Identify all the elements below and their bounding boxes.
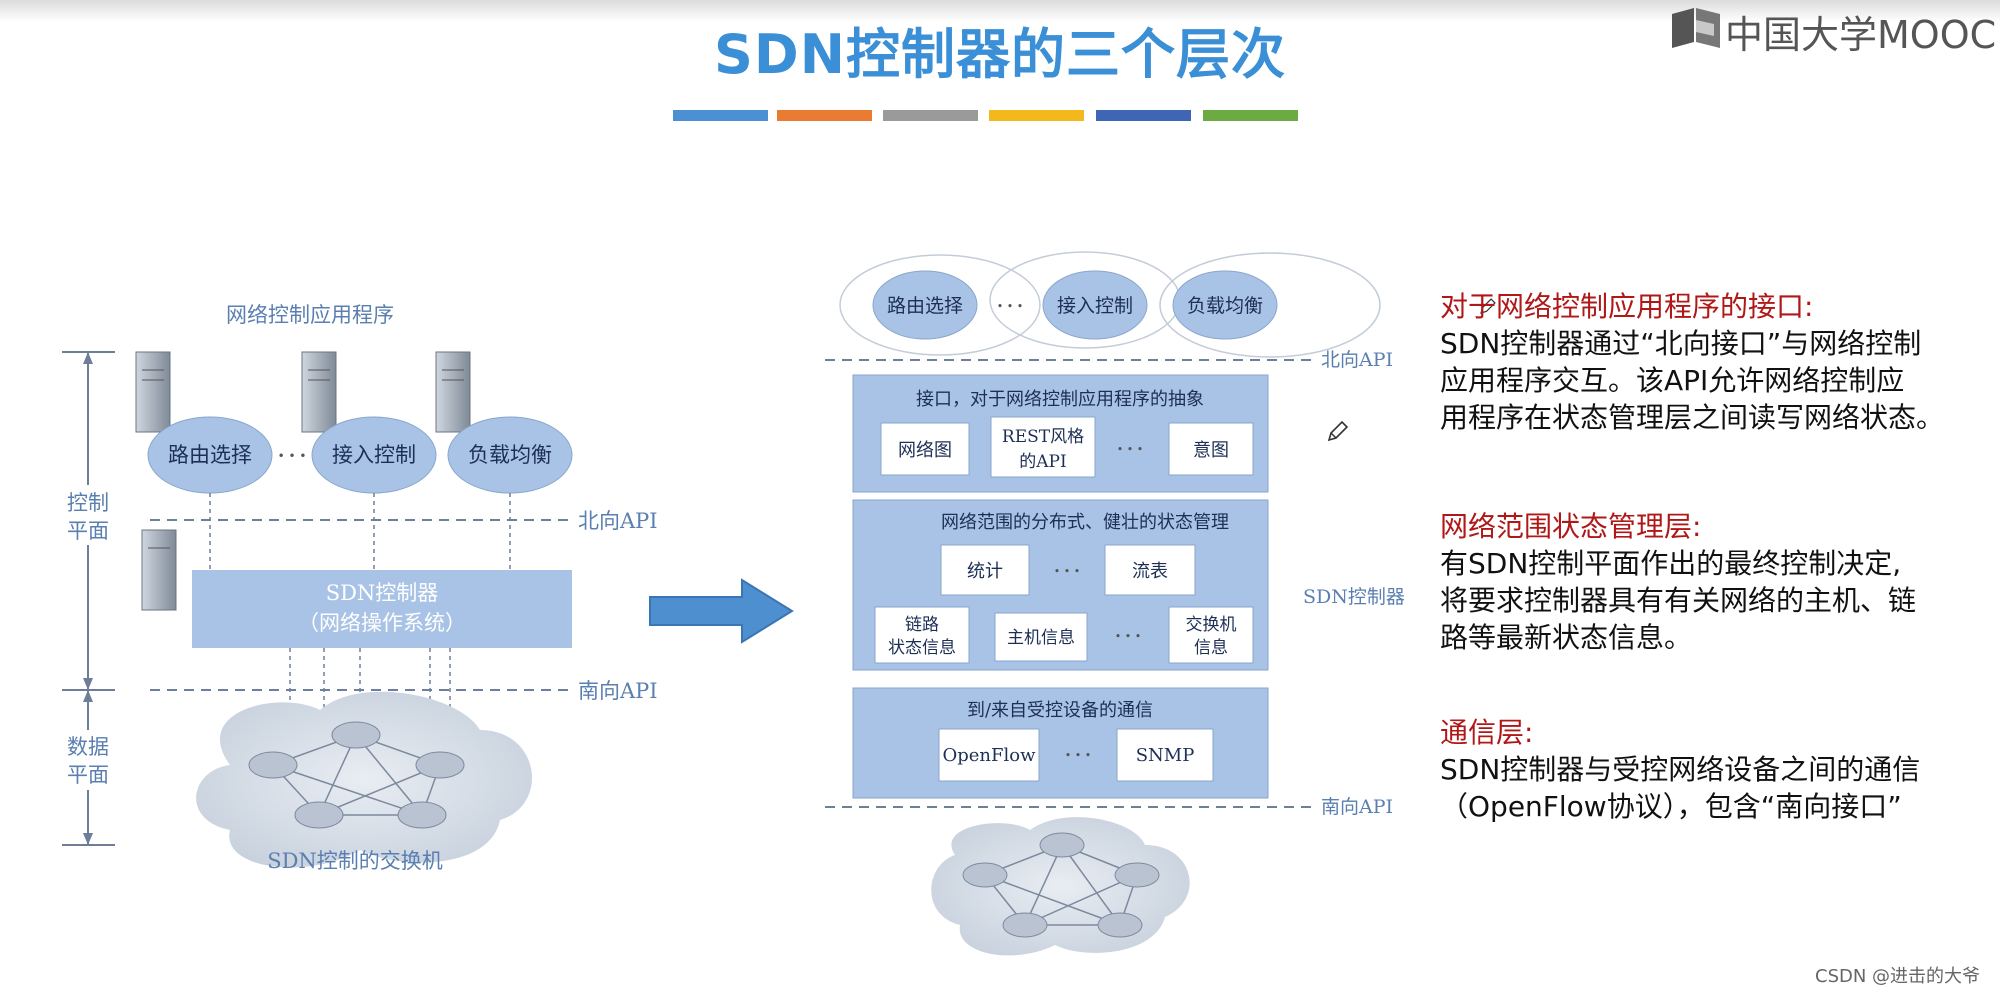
switch-icon [1114,862,1160,888]
switches-cloud [196,691,533,868]
color-bar-yellow [989,110,1084,121]
note-line: 路等最新状态信息。 [1440,621,1693,654]
top-gradient-bar [0,0,2000,22]
server-icon [435,351,471,433]
left-controller-label-2: （网络操作系统） [298,611,466,635]
left-southbound-api-label: 南向API [578,679,658,703]
box-intent: 意图 [1193,440,1229,461]
box-host-info: 主机信息 [1007,628,1075,648]
note-heading: 网络范围状态管理层: [1440,510,1702,543]
right-app-route-selection: 路由选择 [887,295,963,317]
box-statistics: 统计 [967,561,1003,582]
note-line: SDN控制器通过“北向接口”与网络控制 [1440,327,1922,360]
right-northbound-api-label: 北向API [1321,349,1393,371]
right-apps-ellipsis: • • • [997,300,1023,313]
app-route-selection: 路由选择 [168,443,252,467]
note-interface-layer: 对于网络控制应用程序的接口: SDN控制器通过“北向接口”与网络控制 应用程序交… [1440,288,1944,436]
right-app-access-control: 接入控制 [1057,295,1133,317]
state-layer-title: 网络范围的分布式、健壮的状态管理 [941,512,1229,533]
interface-layer-title: 接口，对于网络控制应用程序的抽象 [916,389,1204,410]
comm-layer-title: 到/来自受控设备的通信 [967,700,1153,721]
box-link-state-line1: 链路 [905,615,939,635]
left-sdn-diagram: 网络控制应用程序 控制 平面 数据 平面 路由选择 接入控制 负载均衡 • • … [60,303,658,873]
switch-icon [1097,912,1143,938]
switch-icon [294,801,344,829]
box-switch-info-line2: 信息 [1194,638,1228,658]
layer2-ellipsis-bottom: • • • [1115,630,1141,643]
switch-icon [1039,832,1085,858]
switch-icon [962,862,1008,888]
switch-icon [331,721,381,749]
box-openflow: OpenFlow [942,745,1036,766]
layer1-ellipsis: • • • [1117,443,1143,456]
right-sdn-diagram: 路由选择 接入控制 负载均衡 • • • 北向API 接口，对于网络控制应用程序… [825,251,1405,956]
right-controller-label: SDN控制器 [1303,586,1405,608]
note-heading: 对于网络控制应用程序的接口: [1440,290,1814,323]
pencil-icon [1327,420,1349,442]
layer2-ellipsis-top: • • • [1054,565,1080,578]
color-bar-darkblue [1096,110,1191,121]
box-rest-api-line1: REST风格 [1002,427,1084,447]
color-bar-gray [883,110,978,121]
control-plane-label-2: 平面 [67,519,109,543]
server-icon [141,529,177,611]
note-heading: 通信层: [1440,716,1534,749]
note-line: （OpenFlow协议），包含“南向接口” [1440,790,1902,823]
control-plane-label-1: 控制 [67,491,109,515]
note-state-layer: 网络范围状态管理层: 有SDN控制平面作出的最终控制决定, 将要求控制器具有有关… [1440,508,1916,656]
switch-icon [1002,912,1048,938]
color-bar-blue [673,110,768,121]
layer3-ellipsis: • • • [1065,749,1091,762]
csdn-watermark: CSDN @进击的大爷 [1815,966,1981,987]
right-app-load-balance: 负载均衡 [1187,295,1263,317]
right-arrow-icon [649,578,794,644]
server-icon [301,351,337,433]
note-line: 应用程序交互。该API允许网络控制应 [1440,364,1905,397]
note-line: 有SDN控制平面作出的最终控制决定, [1440,547,1902,580]
switches-label: SDN控制的交换机 [267,849,443,873]
note-line: SDN控制器与受控网络设备之间的通信 [1440,753,1921,786]
color-bar-green [1203,110,1298,121]
box-flow-table: 流表 [1132,561,1168,582]
apps-title: 网络控制应用程序 [226,303,394,327]
mooc-book-icon [1672,8,1720,48]
switch-icon [397,801,447,829]
note-communication-layer: 通信层: SDN控制器与受控网络设备之间的通信 （OpenFlow协议），包含“… [1440,714,1920,825]
note-line: 用程序在状态管理层之间读写网络状态。 [1440,401,1945,434]
box-rest-api-line2: 的API [1019,452,1066,472]
left-controller-label-1: SDN控制器 [326,581,439,605]
server-icon [135,351,171,433]
pencil-icon [1480,298,1496,314]
switch-icon [415,751,465,779]
box-snmp: SNMP [1136,745,1195,766]
note-line: 将要求控制器具有有关网络的主机、链 [1440,584,1917,617]
app-load-balance: 负载均衡 [468,443,552,467]
left-northbound-api-label: 北向API [578,509,658,533]
switch-icon [248,751,298,779]
app-access-control: 接入控制 [332,443,416,467]
color-bar-orange [777,110,872,121]
data-plane-label-2: 平面 [67,763,109,787]
slide-title: SDN控制器的三个层次 [714,23,1286,86]
logo-text: 中国大学MOOC [1725,13,1997,57]
right-southbound-api-label: 南向API [1321,796,1393,818]
box-link-state-line2: 状态信息 [888,638,956,658]
data-plane-label-1: 数据 [67,735,109,759]
box-network-graph: 网络图 [898,440,952,461]
apps-ellipsis: • • • [278,449,307,463]
box-switch-info-line1: 交换机 [1186,615,1237,635]
